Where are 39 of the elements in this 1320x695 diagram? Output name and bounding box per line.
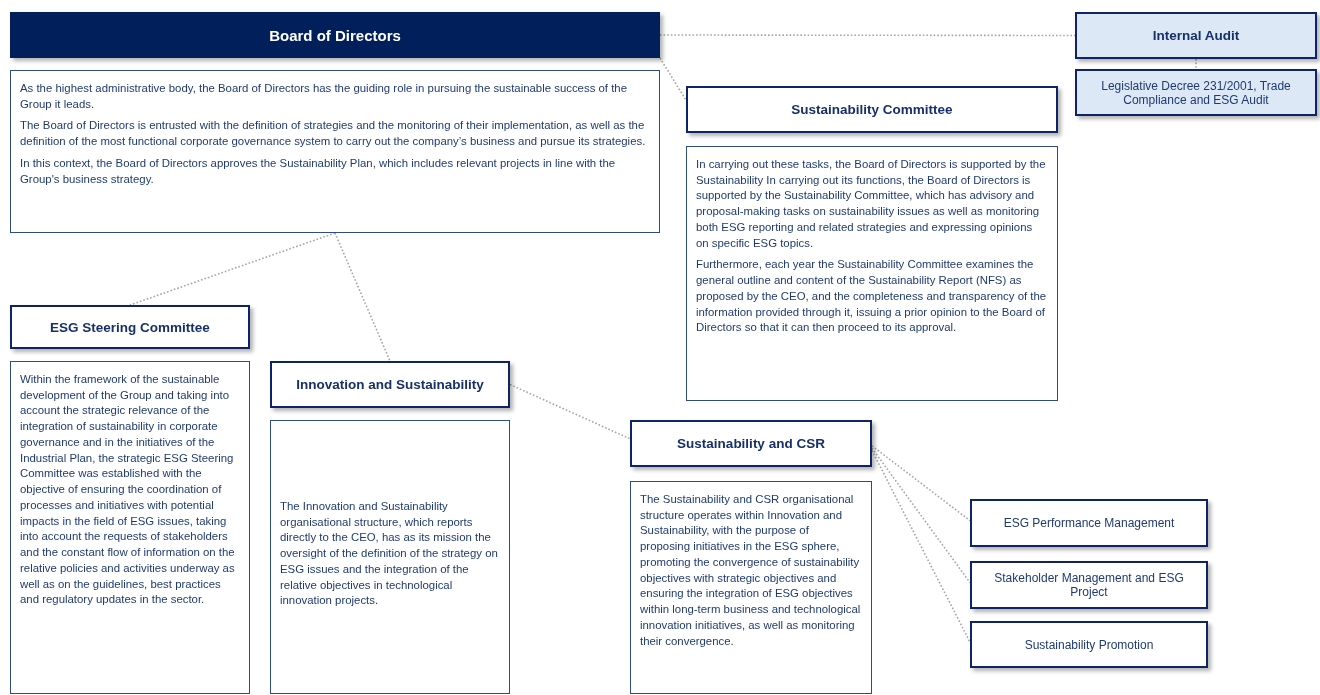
description-box <box>10 70 660 233</box>
paragraph-text: The Board of Directors is entrusted with the definition of strategies and the monitoring of their implementation, as well as the definition of the most functional corporate governance system to carry out the company’s business and pursue its strategies. <box>20 118 647 150</box>
box-title: Sustainability Promotion <box>1024 637 1154 652</box>
paragraph-text: The Sustainability and CSR organisational structure operates within Innovation and Sustainability, with the purpose of proposing initiatives in the ESG sphere, promoting the convergence of sustainability objectives with strategic objectives and ensuring the integration of ESG objectives within long-term business and technological innovation initiatives, as well as monitoring their convergence. <box>640 492 862 649</box>
unit-box <box>686 86 1058 133</box>
header-bar <box>10 12 660 58</box>
sub-unit-box <box>970 499 1208 547</box>
connector-line <box>871 447 971 584</box>
unit-box <box>270 361 510 408</box>
description-box <box>270 420 510 694</box>
box-title: ESG Performance Management <box>1003 516 1175 530</box>
sub-unit-box <box>970 621 1208 668</box>
unit-box <box>630 420 872 467</box>
unit-box <box>1075 12 1317 59</box>
box-title: Sustainability Committee <box>791 102 953 117</box>
unit-box <box>10 305 250 349</box>
paragraph-text: Within the framework of the sustainable development of the Group and taking into account the strategic relevance of the integration of sustainability in corporate governance and in the initiatives of the Industrial Plan, the strategic ESG Steering Committee was established with the objective of ensuring the coordination of processes and initiatives with potential impacts in the field of ESG issues, taking into account the requests of stakeholders and the constant flow of information on the relative policies and activities underway as well as on the guidelines, best practices and regulatory updates in the sector. <box>20 372 236 608</box>
connector-line <box>334 232 391 362</box>
box-title: Internal Audit <box>1152 28 1240 43</box>
description-box <box>10 361 250 694</box>
box-title: ESG Steering Committee <box>50 319 210 335</box>
box-title: Legislative Decree 231/2001, Trade Compliance and ESG Audit <box>1100 78 1292 107</box>
connector-line <box>129 232 336 306</box>
paragraph-text: In carrying out these tasks, the Board of Directors is supported by the Sustainability In carrying out its functions, the Board of Directors is supported by the Sustainability Committee, which has advisory and proposal-making tasks on sustainability issues as well as monitoring both ESG reporting and related strategies and expressing opinions on specific ESG topics. <box>696 157 1047 251</box>
connector-line <box>1195 58 1197 70</box>
description-box <box>630 481 872 694</box>
paragraph-text: Furthermore, each year the Sustainability Committee examines the general outline and content of the Sustainability Report (NFS) as proposed by the CEO, and the completeness and transparency of the information provided through it, issuing a prior opinion to the Board of Directors so that it can then proceed to its approval. <box>696 257 1048 336</box>
box-title: Stakeholder Management and ESG Project <box>993 571 1185 599</box>
box-title: Innovation and Sustainability <box>296 377 484 392</box>
box-title: Sustainability and CSR <box>677 436 825 451</box>
connector-line <box>659 57 687 101</box>
connector-line <box>871 445 971 522</box>
box-title: Board of Directors <box>269 26 401 44</box>
sub-unit-box <box>1075 69 1317 116</box>
paragraph-text: In this context, the Board of Directors approves the Sustainability Plan, which includes relevant projects in line with the Group's business strategy. <box>20 155 617 187</box>
sub-unit-box <box>970 561 1208 609</box>
paragraph-text: As the highest administrative body, the Board of Directors has the guiding role in pursuing the sustainable success of the Group it leads. <box>20 81 628 112</box>
paragraph-text: The Innovation and Sustainability organisational structure, which reports directly to the CEO, has as its mission the oversight of the definition of the strategy on ESG issues and the integration of the relative objectives in technological innovation projects. <box>280 498 499 609</box>
description-box <box>686 146 1058 401</box>
